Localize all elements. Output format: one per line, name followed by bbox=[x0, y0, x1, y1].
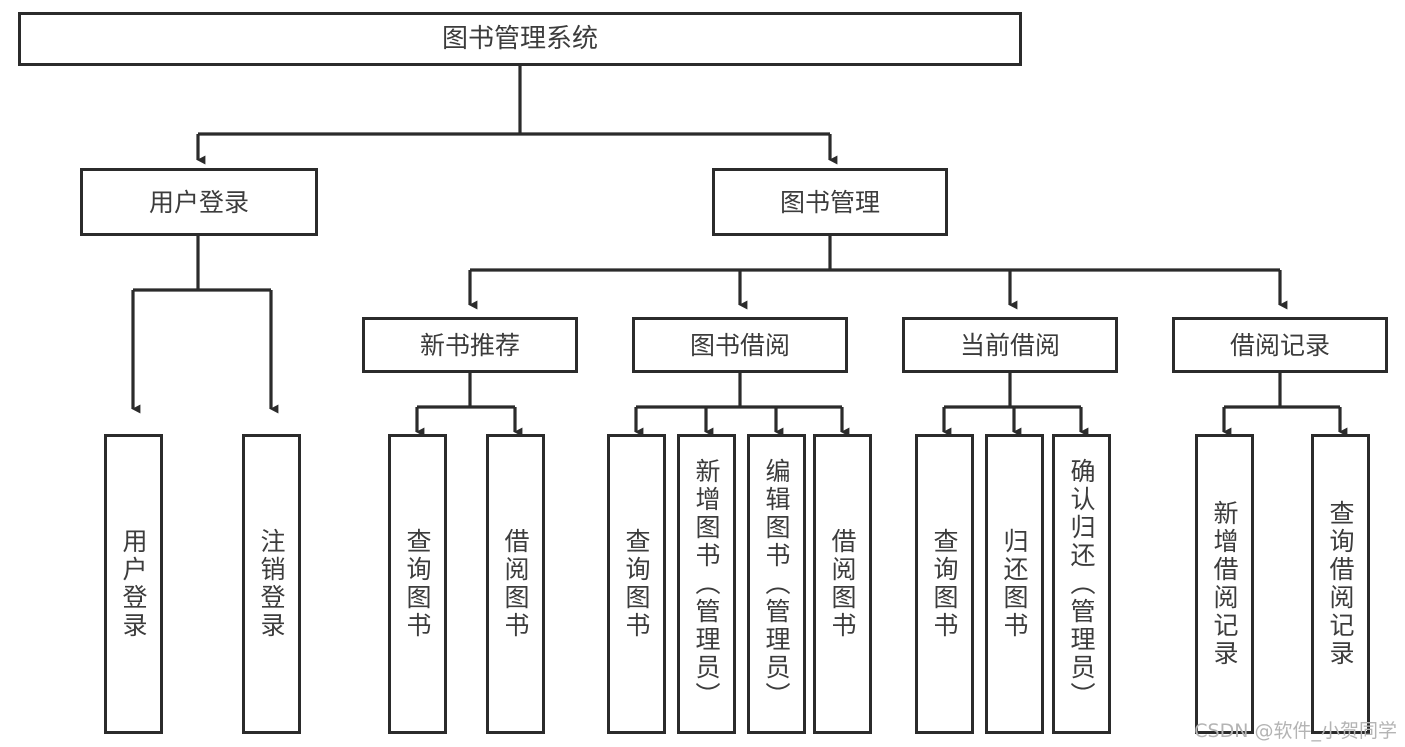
node-leaf-user-login-1[interactable]: 用户登录 bbox=[104, 434, 163, 734]
node-leaf-record-1-label: 新增借阅记录 bbox=[1210, 500, 1239, 668]
node-root[interactable]: 图书管理系统 bbox=[18, 12, 1022, 66]
node-leaf-current-1[interactable]: 查询图书 bbox=[915, 434, 974, 734]
node-current-borrow[interactable]: 当前借阅 bbox=[902, 317, 1118, 373]
node-new-book-recommend-label: 新书推荐 bbox=[419, 330, 520, 360]
node-leaf-borrow-1[interactable]: 查询图书 bbox=[607, 434, 666, 734]
node-leaf-new-book-1[interactable]: 查询图书 bbox=[388, 434, 447, 734]
node-new-book-recommend[interactable]: 新书推荐 bbox=[362, 317, 578, 373]
node-leaf-borrow-3[interactable]: 编辑图书（管理员） bbox=[747, 434, 806, 734]
node-leaf-current-3-label: 确认归还（管理员） bbox=[1067, 458, 1096, 710]
node-leaf-borrow-1-label: 查询图书 bbox=[622, 528, 651, 640]
node-borrow-record[interactable]: 借阅记录 bbox=[1172, 317, 1388, 373]
node-leaf-user-login-2[interactable]: 注销登录 bbox=[242, 434, 301, 734]
csdn-watermark: CSDN @软件_小贺同学 bbox=[1194, 720, 1397, 742]
node-book-borrow-label: 图书借阅 bbox=[689, 330, 790, 360]
node-leaf-new-book-2-label: 借阅图书 bbox=[501, 528, 530, 640]
node-borrow-record-label: 借阅记录 bbox=[1229, 330, 1330, 360]
node-leaf-current-2[interactable]: 归还图书 bbox=[985, 434, 1044, 734]
node-leaf-current-1-label: 查询图书 bbox=[930, 528, 959, 640]
node-leaf-record-2-label: 查询借阅记录 bbox=[1326, 500, 1355, 668]
node-book-manage-label: 图书管理 bbox=[779, 187, 880, 217]
node-current-borrow-label: 当前借阅 bbox=[959, 330, 1060, 360]
node-book-manage[interactable]: 图书管理 bbox=[712, 168, 948, 236]
node-root-label: 图书管理系统 bbox=[441, 23, 598, 54]
node-leaf-borrow-2-label: 新增图书（管理员） bbox=[692, 458, 721, 710]
node-user-login[interactable]: 用户登录 bbox=[80, 168, 318, 236]
node-leaf-borrow-3-label: 编辑图书（管理员） bbox=[762, 458, 791, 710]
node-leaf-borrow-4[interactable]: 借阅图书 bbox=[813, 434, 872, 734]
node-user-login-label: 用户登录 bbox=[148, 187, 249, 217]
node-leaf-new-book-2[interactable]: 借阅图书 bbox=[486, 434, 545, 734]
node-book-borrow[interactable]: 图书借阅 bbox=[632, 317, 848, 373]
node-leaf-borrow-2[interactable]: 新增图书（管理员） bbox=[677, 434, 736, 734]
node-leaf-record-2[interactable]: 查询借阅记录 bbox=[1311, 434, 1370, 734]
node-leaf-current-3[interactable]: 确认归还（管理员） bbox=[1052, 434, 1111, 734]
node-leaf-user-login-1-label: 用户登录 bbox=[119, 528, 148, 640]
node-leaf-new-book-1-label: 查询图书 bbox=[403, 528, 432, 640]
node-leaf-borrow-4-label: 借阅图书 bbox=[828, 528, 857, 640]
node-leaf-current-2-label: 归还图书 bbox=[1000, 528, 1029, 640]
node-leaf-user-login-2-label: 注销登录 bbox=[257, 528, 286, 640]
node-leaf-record-1[interactable]: 新增借阅记录 bbox=[1195, 434, 1254, 734]
